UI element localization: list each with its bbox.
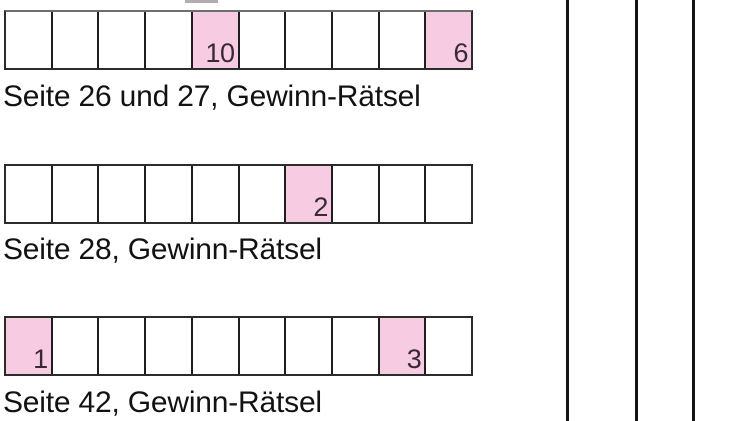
answer-cell[interactable]: [6, 166, 53, 222]
solution-cell-number: 1: [33, 344, 48, 374]
solution-cell-number: 2: [313, 192, 328, 222]
answer-cell[interactable]: [99, 12, 147, 68]
answer-cell[interactable]: [239, 318, 287, 374]
page-divider-line: [566, 0, 569, 421]
answer-cell[interactable]: [6, 12, 53, 68]
answer-cell[interactable]: [332, 318, 380, 374]
answer-cell[interactable]: [239, 166, 287, 222]
answer-cell[interactable]: [239, 12, 287, 68]
answer-cell[interactable]: [426, 318, 472, 374]
solution-cell-number: 10: [205, 38, 235, 68]
answer-cell[interactable]: [192, 166, 240, 222]
solution-cell-number: 6: [453, 38, 469, 68]
answer-grid-label: Seite 28, Gewinn-Rätsel: [3, 233, 322, 266]
answer-cell[interactable]: [52, 12, 100, 68]
answer-grid-label: Seite 42, Gewinn-Rätsel: [3, 386, 322, 419]
print-crop-artifact: [185, 0, 218, 3]
answer-cell[interactable]: 3: [379, 318, 427, 374]
page-divider-line: [692, 0, 695, 421]
answer-cell[interactable]: [426, 166, 472, 222]
solution-cell-number: 3: [406, 344, 422, 374]
answer-cell[interactable]: 2: [286, 166, 333, 222]
answer-cell[interactable]: [286, 12, 333, 68]
answer-cell[interactable]: [332, 12, 380, 68]
answer-cell[interactable]: [99, 318, 147, 374]
answer-grid-seite-28: 2: [4, 164, 473, 224]
answer-cell[interactable]: [146, 12, 193, 68]
answer-cell[interactable]: 6: [426, 12, 472, 68]
answer-cell[interactable]: 10: [192, 12, 240, 68]
answer-grid-seite-26-27: 10 6: [4, 10, 473, 70]
answer-cell[interactable]: [379, 166, 427, 222]
answer-cell[interactable]: [99, 166, 147, 222]
answer-cell[interactable]: 1: [6, 318, 53, 374]
answer-cell[interactable]: [192, 318, 240, 374]
answer-grid-label: Seite 26 und 27, Gewinn-Rätsel: [3, 80, 421, 113]
answer-cell[interactable]: [52, 318, 100, 374]
answer-cell[interactable]: [286, 318, 333, 374]
page-divider-line: [635, 0, 638, 421]
answer-cell[interactable]: [379, 12, 427, 68]
answer-cell[interactable]: [52, 166, 100, 222]
answer-cell[interactable]: [146, 318, 193, 374]
answer-cell[interactable]: [332, 166, 380, 222]
answer-cell[interactable]: [146, 166, 193, 222]
